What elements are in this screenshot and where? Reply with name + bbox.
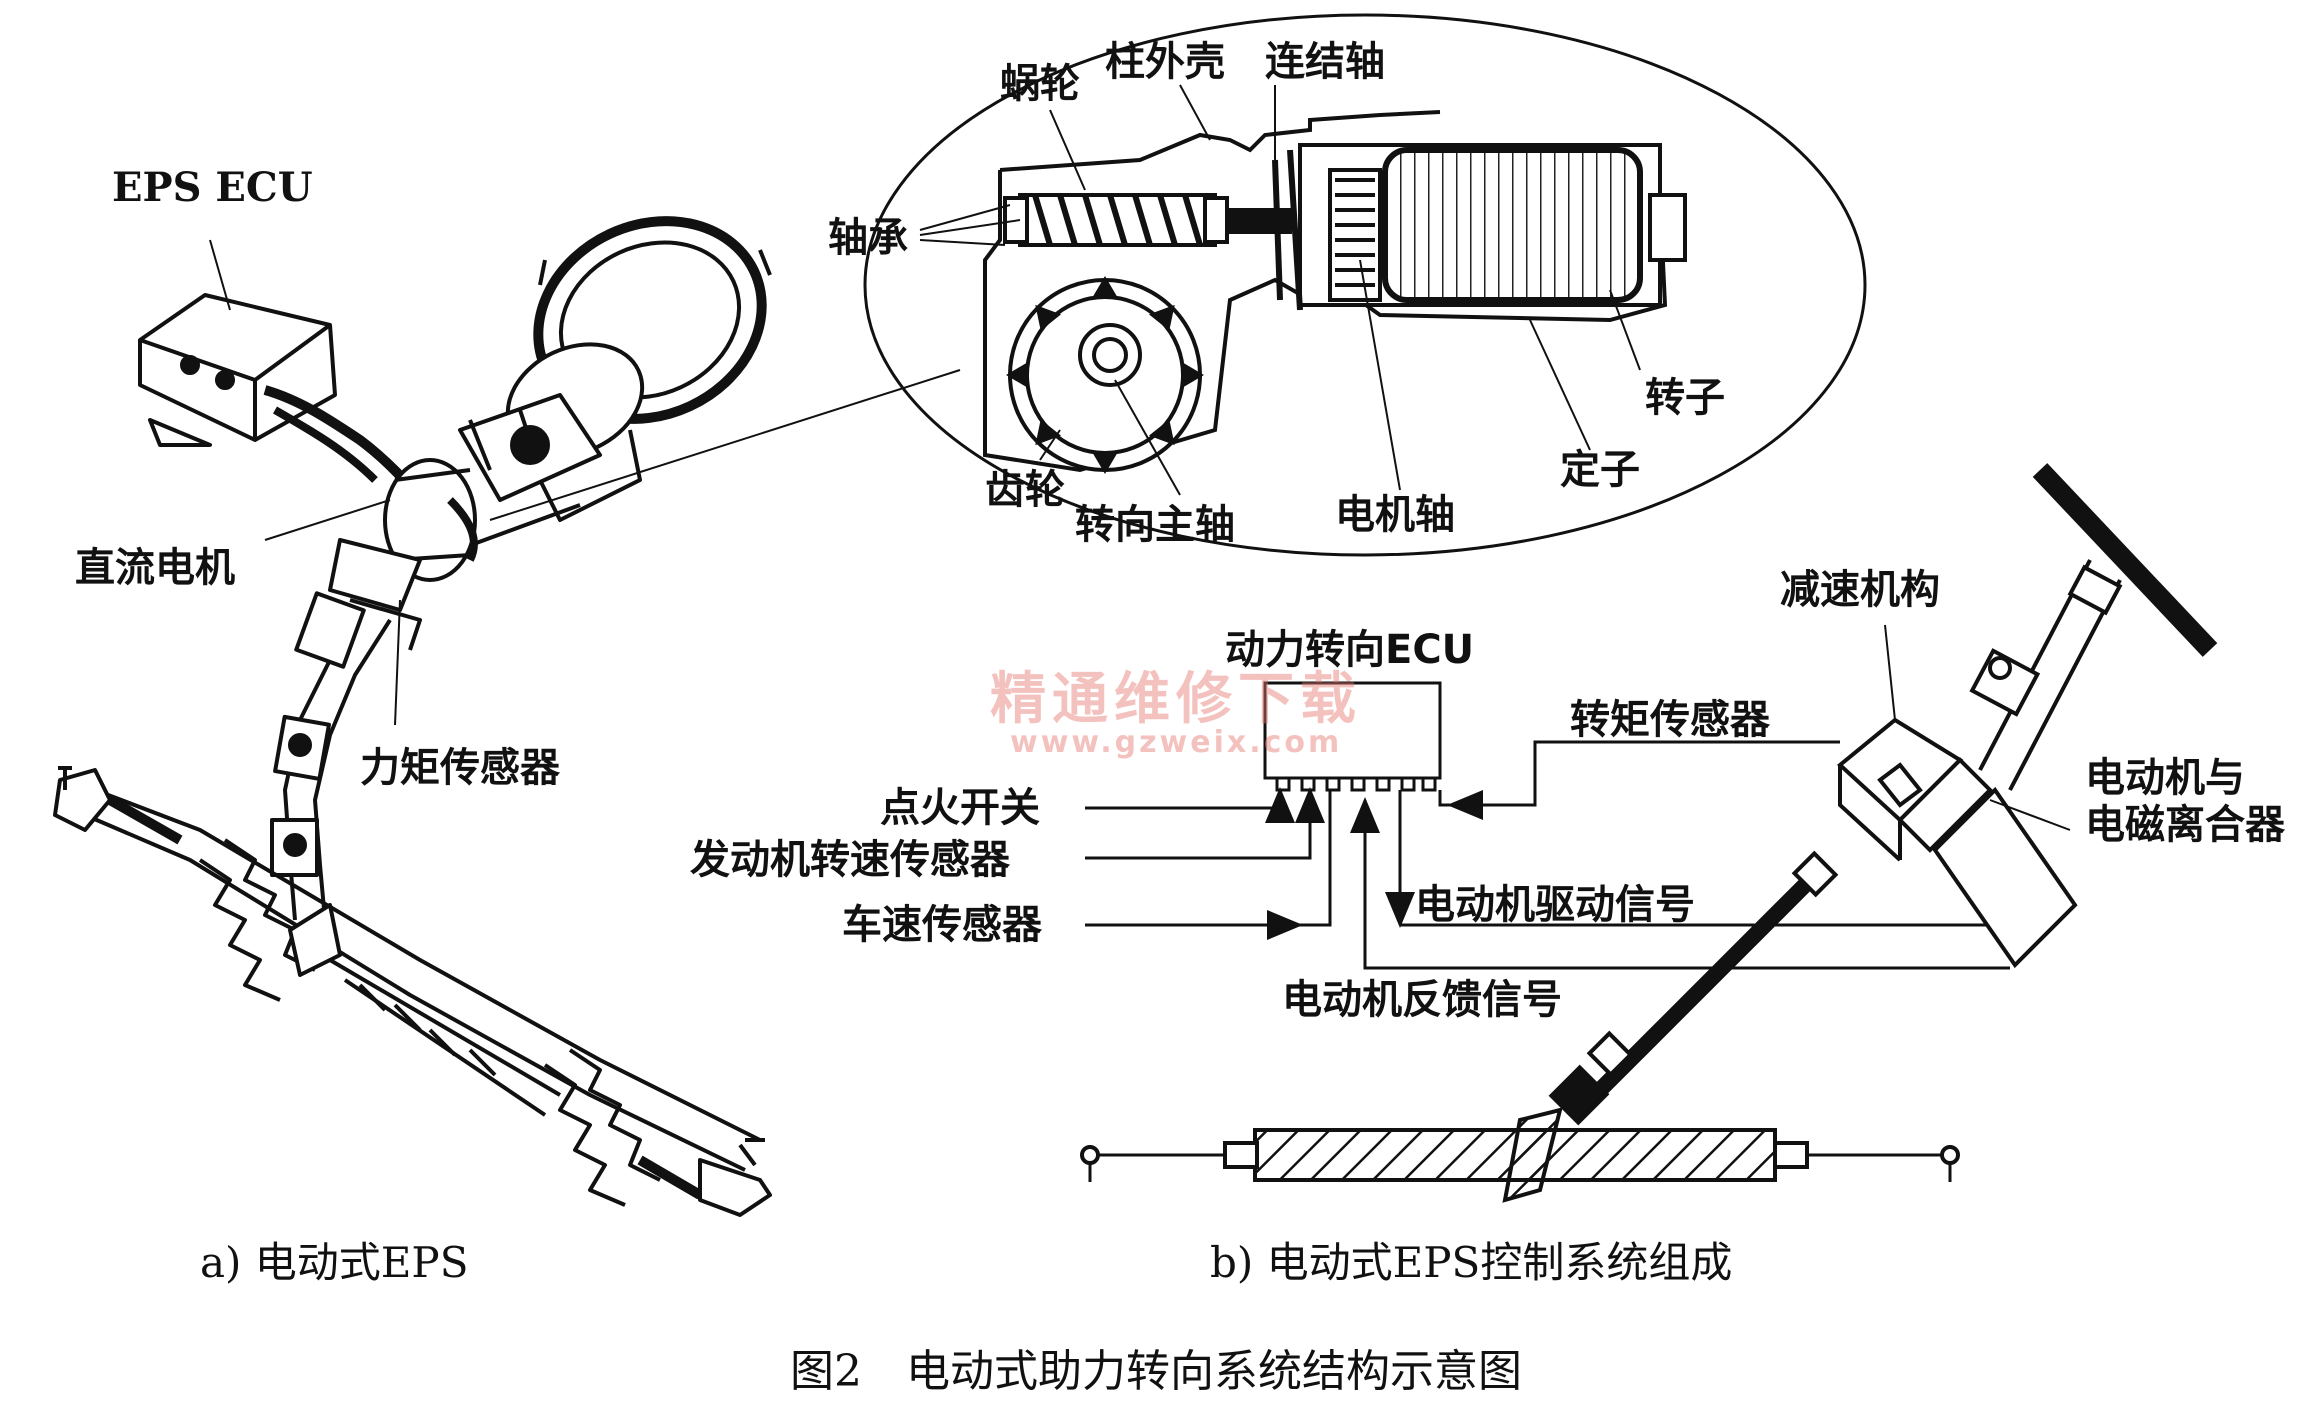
worm-gear-section (1003, 193, 1292, 247)
rack-bar (1080, 1128, 1960, 1182)
label-worm: 蜗轮 (1000, 61, 1080, 107)
label-electromagnetic-clutch: 电磁离合器 (2085, 802, 2285, 848)
caption-part-b: b) 电动式EPS控制系统组成 (1210, 1238, 1733, 1287)
steering-column (328, 342, 645, 651)
label-motor-shaft: 电机轴 (1335, 492, 1455, 538)
caption-part-a: a) 电动式EPS (200, 1238, 469, 1287)
part-a-leaders (209, 239, 401, 726)
label-gear: 齿轮 (985, 467, 1065, 513)
inset-leaders (919, 84, 1641, 496)
steering-wheel-bar (2032, 463, 2218, 657)
steering-rack (53, 766, 772, 1217)
watermark-cn: 精通维修下载 (990, 667, 1362, 732)
inset-leader-line (489, 369, 961, 521)
column-mechanism (1080, 463, 2218, 1203)
motor-clutch-body (1932, 786, 2078, 969)
label-torque-sensor-b: 转矩传感器 (1570, 697, 1770, 743)
label-stator: 定子 (1560, 447, 1640, 493)
figure-title: 图2 电动式助力转向系统结构示意图 (790, 1346, 1522, 1397)
label-engine-speed-sensor: 发动机转速传感器 (690, 837, 1010, 883)
label-steering-main-shaft: 转向主轴 (1075, 502, 1235, 548)
label-vehicle-speed-sensor: 车速传感器 (842, 902, 1042, 948)
label-reduction-mechanism: 减速机构 (1780, 567, 1940, 613)
intermediate-shaft (270, 591, 392, 921)
rack-boot-left (198, 838, 316, 1002)
label-motor-feedback-signal: 电动机反馈信号 (1282, 977, 1562, 1023)
motor-section-inset (863, 13, 1867, 557)
part-b-leaders (1884, 624, 2071, 831)
label-power-steering-ecu: 动力转向ECU (1225, 627, 1475, 673)
label-torque-sensor: 力矩传感器 (360, 745, 560, 791)
label-column-housing: 柱外壳 (1105, 39, 1225, 85)
label-bearing: 轴承 (828, 215, 908, 261)
label-ignition-switch: 点火开关 (880, 785, 1040, 831)
label-motor-drive-signal: 电动机驱动信号 (1415, 882, 1695, 928)
ecu-pins (1275, 776, 1437, 792)
eps-assembly-drawing (53, 216, 961, 1217)
label-dc-motor: 直流电机 (75, 545, 235, 591)
watermark-url: www.gzweix.com (1010, 725, 1343, 760)
label-coupling-shaft: 连结轴 (1265, 39, 1385, 85)
label-motor-and: 电动机与 (2085, 755, 2245, 801)
motor-body (1272, 143, 1687, 311)
label-rotor: 转子 (1645, 375, 1725, 421)
label-eps-ecu: EPS ECU (112, 164, 313, 211)
worm-wheel-gear (1006, 276, 1204, 474)
rack-boot-right (543, 1048, 661, 1207)
control-system-diagram (1085, 681, 2010, 970)
